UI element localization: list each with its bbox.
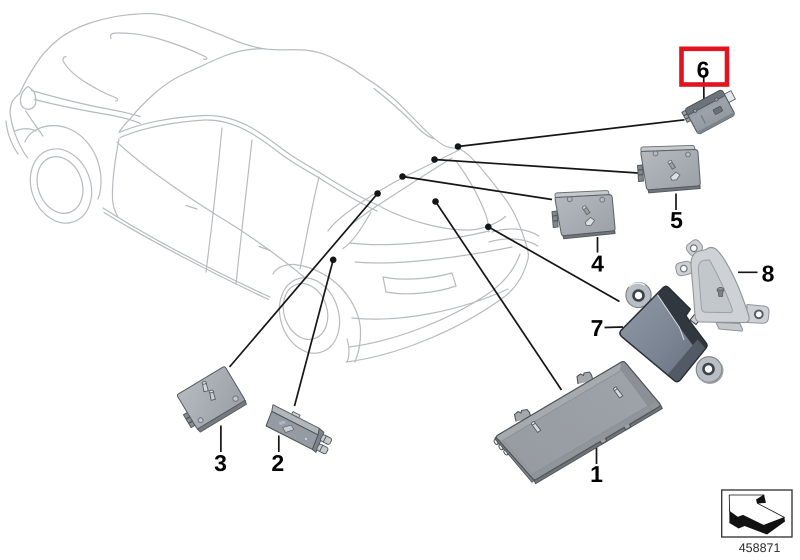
- svg-text:7: 7: [591, 315, 604, 341]
- svg-text:3: 3: [214, 450, 227, 476]
- svg-text:458871: 458871: [739, 541, 781, 555]
- svg-text:1: 1: [590, 461, 603, 487]
- svg-text:6: 6: [697, 57, 710, 83]
- svg-text:4: 4: [591, 251, 604, 277]
- svg-text:5: 5: [670, 207, 683, 233]
- svg-text:2: 2: [271, 450, 284, 476]
- svg-text:8: 8: [762, 261, 775, 287]
